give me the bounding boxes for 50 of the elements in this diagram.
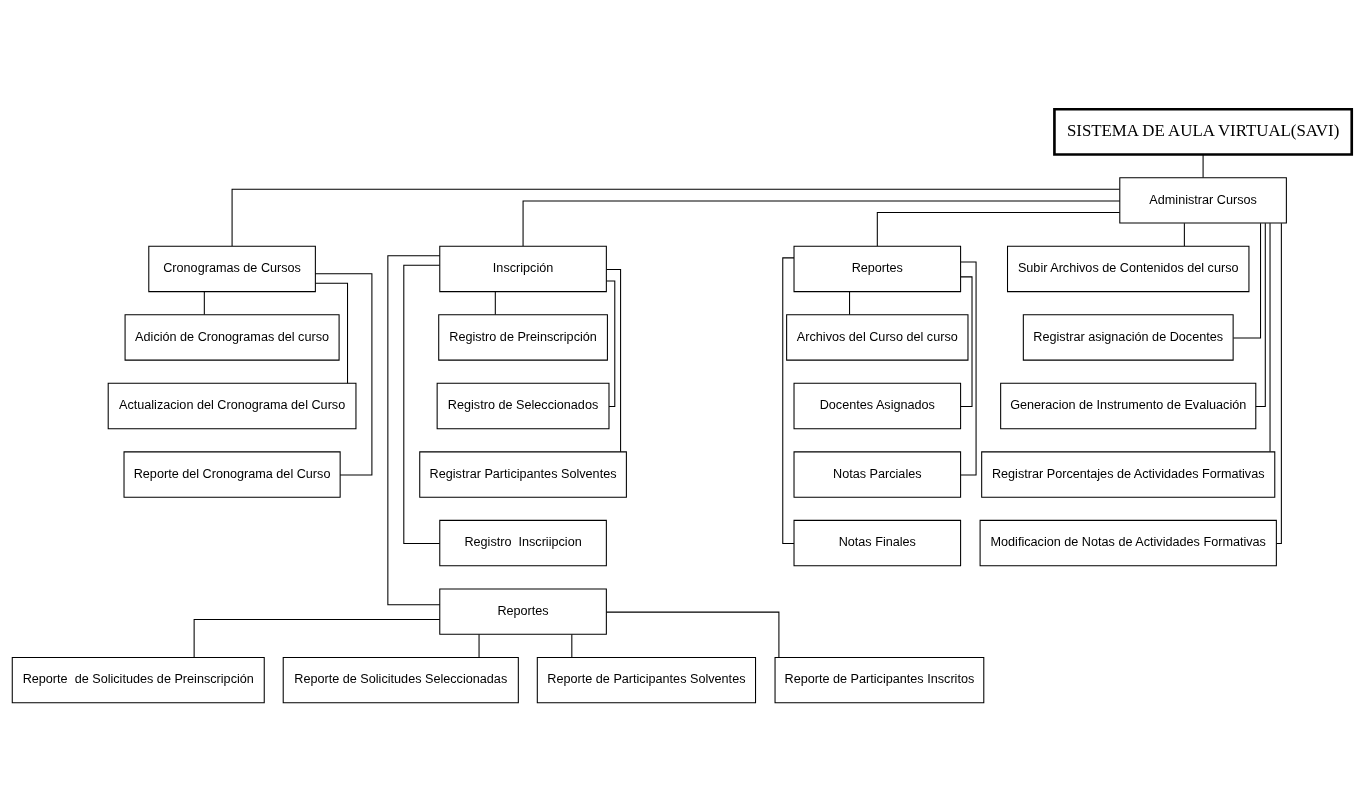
- connector: [1269, 222, 1271, 453]
- connector: [606, 280, 616, 408]
- connector: [606, 268, 622, 453]
- node-box: Docentes Asignados: [793, 382, 962, 430]
- node-box: Notas Finales: [793, 519, 962, 567]
- node-box: Reportes: [439, 588, 607, 635]
- node-box: Subir Archivos de Contenidos del curso: [1007, 245, 1250, 293]
- connector: [387, 255, 441, 606]
- connector: [315, 282, 349, 384]
- connector: [403, 264, 441, 545]
- node-box: Registro de Preinscripción: [438, 314, 608, 361]
- node-box: Adición de Cronogramas del curso: [124, 314, 340, 361]
- node-box: Registro de Seleccionados: [436, 382, 610, 430]
- connector: [605, 611, 780, 658]
- connector: [849, 291, 851, 316]
- connector: [876, 212, 1121, 247]
- connector: [960, 276, 973, 408]
- connector: [478, 633, 480, 658]
- node-box: Registrar Porcentajes de Actividades Formativas: [981, 451, 1276, 498]
- connector: [1183, 222, 1185, 247]
- connector: [522, 200, 1121, 247]
- node-box: Archivos del Curso del curso: [786, 314, 969, 361]
- node-box: SISTEMA DE AULA VIRTUAL(SAVI): [1053, 107, 1354, 156]
- node-box: Generacion de Instrumento de Evaluación: [1000, 382, 1257, 430]
- node-box: Reporte de Participantes Solventes: [536, 656, 757, 704]
- node-box: Registrar asignación de Docentes: [1022, 314, 1234, 361]
- node-box: Registro Inscriipcion: [439, 519, 607, 567]
- node-box: Actualizacion del Cronograma del Curso: [107, 382, 357, 430]
- connector: [203, 291, 205, 316]
- node-box: Modificacion de Notas de Actividades Formativas: [979, 519, 1277, 567]
- node-box: Reporte de Solicitudes Seleccionadas: [282, 656, 519, 704]
- node-box: Administrar Cursos: [1119, 177, 1287, 224]
- connector: [1255, 222, 1266, 408]
- connector: [571, 633, 573, 658]
- connector: [231, 188, 1120, 247]
- connector: [1276, 222, 1282, 545]
- connector: [1202, 154, 1204, 178]
- node-box: Notas Parciales: [793, 451, 962, 498]
- connector: [193, 618, 441, 658]
- node-box: Reporte del Cronograma del Curso: [123, 451, 341, 498]
- node-box: Reporte de Participantes Inscritos: [774, 656, 985, 704]
- connector: [314, 273, 373, 476]
- node-box: Cronogramas de Cursos: [148, 245, 316, 293]
- node-box: Reporte de Solicitudes de Preinscripción: [11, 656, 265, 704]
- connector: [1232, 222, 1262, 339]
- node-box: Registrar Participantes Solventes: [419, 451, 627, 498]
- connector: [494, 291, 496, 316]
- node-box: Inscripción: [439, 245, 607, 293]
- node-box: Reportes: [793, 245, 962, 293]
- connector: [782, 257, 795, 545]
